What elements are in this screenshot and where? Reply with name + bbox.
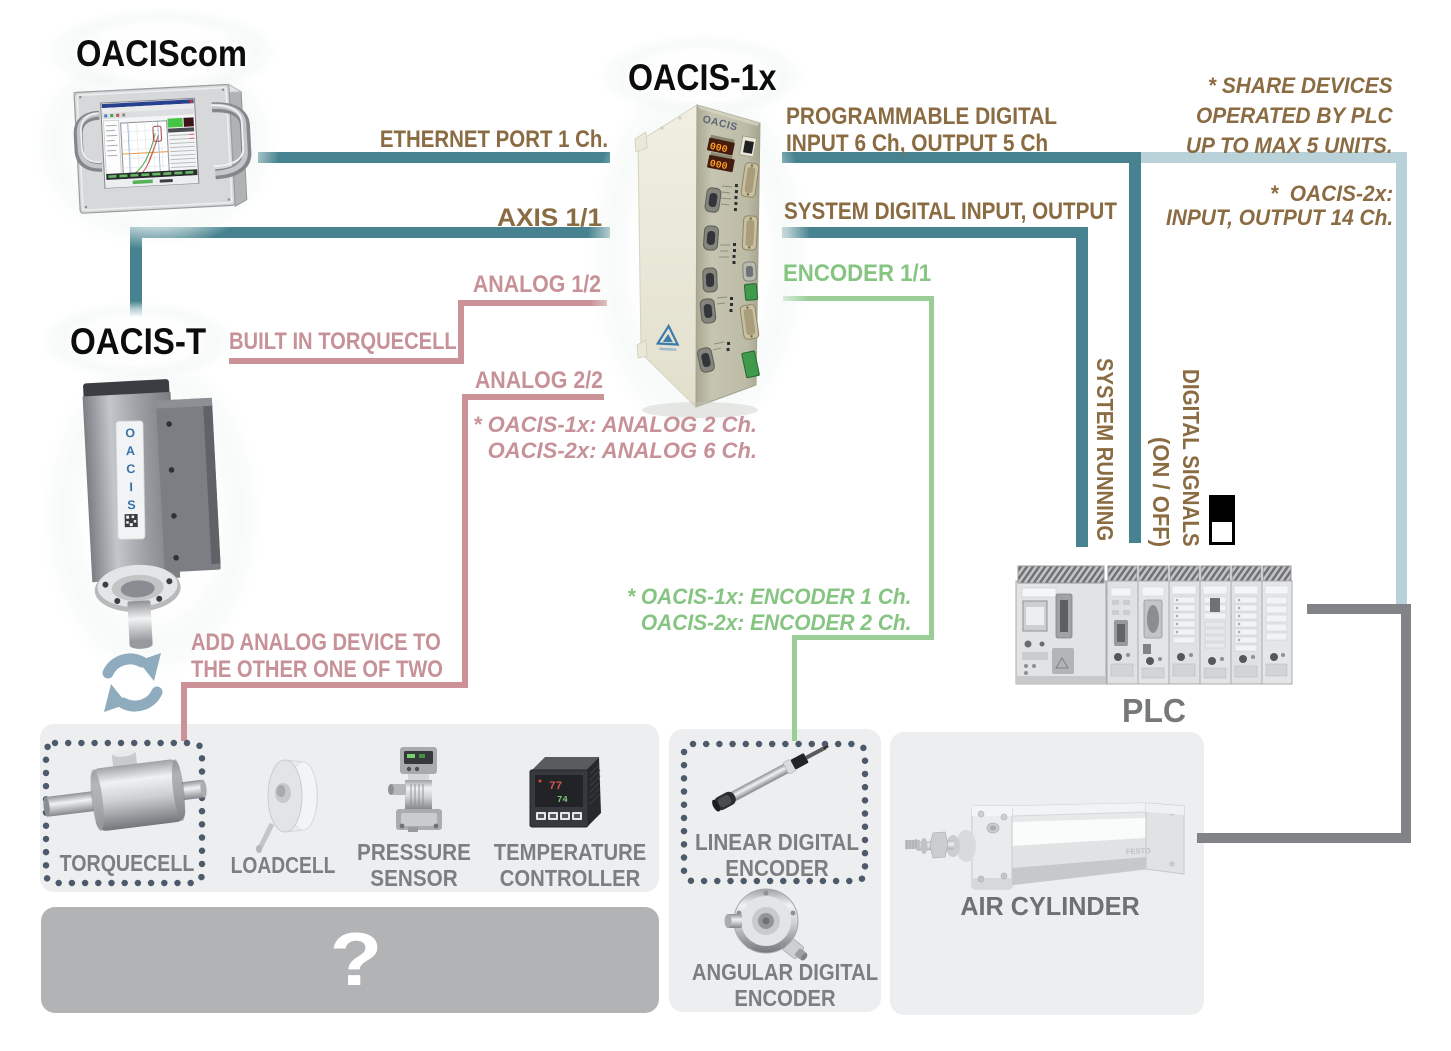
svg-text:C: C <box>126 462 135 476</box>
svg-text:77: 77 <box>549 781 562 793</box>
svg-text:I: I <box>129 480 133 494</box>
svg-text:S: S <box>127 498 136 512</box>
svg-text:000: 000 <box>708 159 728 173</box>
svg-text:74: 74 <box>557 795 568 805</box>
svg-text:A: A <box>126 444 135 458</box>
svg-text:FESTO: FESTO <box>1126 846 1151 856</box>
svg-text:O: O <box>125 426 135 440</box>
